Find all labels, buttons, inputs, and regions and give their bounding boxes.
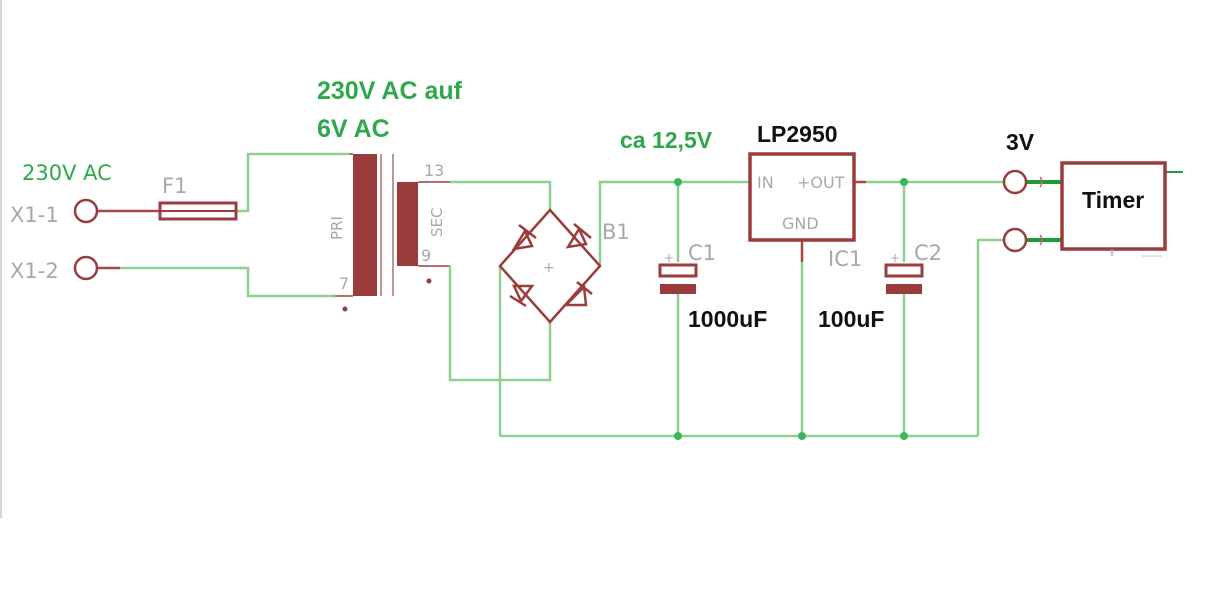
timer-body <box>1060 161 1167 251</box>
diode-icon <box>565 223 592 249</box>
ic-out-label: +OUT <box>797 173 845 192</box>
timer-label: Timer <box>1082 187 1144 213</box>
ic-in-label: IN <box>757 173 774 192</box>
junction-c1-bottom <box>674 432 682 440</box>
junction-c2-bottom <box>900 432 908 440</box>
pin-7-label: 7 <box>339 274 349 293</box>
component-labels: X1-1 X1-2 F1 PRI SEC 13 9 7 B1 + C1 C2 +… <box>10 161 942 293</box>
output-voltage-note: 3V <box>1006 129 1035 155</box>
pin-13-label: 13 <box>424 161 444 180</box>
socket-arc-icon <box>1039 176 1043 188</box>
output-terminal-minus-icon <box>1002 227 1028 253</box>
capacitor-plate-plus <box>658 263 698 278</box>
bridge-plus-label: + <box>543 260 555 276</box>
terminal-circle-icon <box>73 255 99 281</box>
c1-label: C1 <box>688 241 716 265</box>
input-voltage-note: 230V AC <box>22 161 112 185</box>
terminal-circle-icon <box>73 198 99 224</box>
junction-c1-top <box>674 178 682 186</box>
fuse-f1 <box>158 201 238 221</box>
transformer-note-line2: 6V AC <box>317 115 390 143</box>
fuse-label: F1 <box>162 174 187 198</box>
ic-gnd-label: GND <box>782 214 819 233</box>
diode-icon <box>562 281 593 307</box>
polarity-dot-icon <box>342 306 348 312</box>
c2-label: C2 <box>914 241 942 265</box>
terminal-x1-2 <box>73 255 99 281</box>
primary-label: PRI <box>328 216 346 240</box>
wire-out-gnd <box>976 238 1004 436</box>
capacitor-plate-minus <box>660 284 696 294</box>
annotations: 230V AC 230V AC auf 6V AC ca 12,5V LP295… <box>22 77 1144 332</box>
wires <box>97 152 1183 438</box>
capacitor-c2 <box>884 263 924 294</box>
diode-icon <box>511 224 537 251</box>
c2-plus-label: + <box>890 251 900 265</box>
transformer-note-line1: 230V AC auf <box>317 77 463 105</box>
bridge-label: B1 <box>602 220 630 244</box>
terminal-2-label: X1-2 <box>10 259 59 283</box>
rectified-voltage-note: ca 12,5V <box>620 127 713 153</box>
terminal-x1-1 <box>73 198 99 224</box>
regulator-name: LP2950 <box>757 121 838 147</box>
output-terminal-plus-icon <box>1002 169 1028 195</box>
terminal-1-label: X1-1 <box>10 203 59 227</box>
c2-value: 100uF <box>818 306 884 332</box>
polarity-dot-icon <box>426 278 432 284</box>
capacitor-plate-minus <box>886 284 922 294</box>
diode-icon <box>509 284 535 308</box>
capacitor-c1 <box>658 263 698 294</box>
regulator-ic1 <box>748 152 856 242</box>
transformer <box>342 154 432 312</box>
wire-fuse-to-primary <box>236 152 349 213</box>
bridge-rectifier-b1 <box>498 208 602 324</box>
c1-value: 1000uF <box>688 306 767 332</box>
wire-bridge-plus-to-in <box>598 180 750 266</box>
capacitor-plate-plus <box>884 263 924 278</box>
junction-ic-gnd <box>798 432 806 440</box>
transformer-primary-winding <box>353 154 377 296</box>
secondary-label: SEC <box>428 208 446 237</box>
junctions <box>674 178 908 440</box>
transformer-secondary-winding <box>397 182 418 266</box>
ic-ref-label: IC1 <box>828 247 862 271</box>
output-terminals <box>1002 169 1043 253</box>
c1-plus-label: + <box>664 251 674 265</box>
regulator-body <box>748 152 856 242</box>
socket-arc-icon <box>1039 234 1043 246</box>
timer-box <box>1060 161 1167 257</box>
pin-9-label: 9 <box>421 246 431 265</box>
junction-c2-top <box>900 178 908 186</box>
wire-sec13-to-bridge <box>450 180 552 210</box>
wire-x1-2-to-primary <box>120 266 335 298</box>
